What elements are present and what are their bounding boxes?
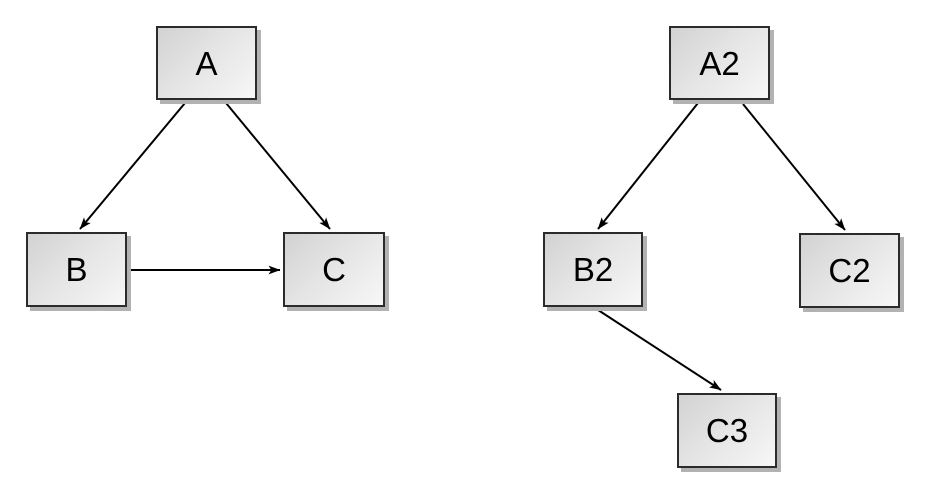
- node-B2-label: B2: [572, 251, 614, 288]
- edge-A-C[interactable]: [225, 102, 331, 230]
- node-A2[interactable]: A2: [669, 26, 770, 100]
- node-A2-label: A2: [699, 44, 740, 82]
- edge-A2-C2[interactable]: [742, 103, 846, 231]
- node-C3[interactable]: C3: [677, 393, 777, 468]
- edge-B2-C3[interactable]: [594, 307, 722, 391]
- node-B2[interactable]: B2: [543, 232, 643, 307]
- node-C2[interactable]: C2: [799, 233, 900, 308]
- node-B-label: B: [65, 251, 88, 288]
- edge-A-B[interactable]: [79, 102, 186, 230]
- node-A-label: A: [195, 44, 218, 82]
- node-C-label: C: [322, 251, 346, 288]
- node-C[interactable]: C: [283, 232, 385, 307]
- node-C3-label: C3: [705, 412, 749, 449]
- edge-A2-B2[interactable]: [597, 102, 699, 230]
- node-C2-label: C2: [828, 252, 871, 289]
- node-B[interactable]: B: [26, 232, 127, 307]
- node-A[interactable]: A: [156, 26, 257, 100]
